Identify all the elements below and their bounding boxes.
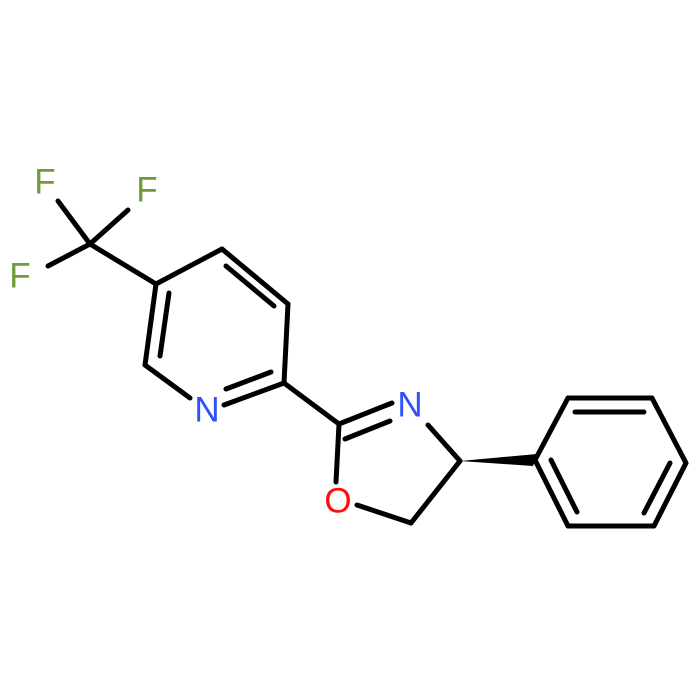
- atom-fluorine-1: F: [34, 163, 55, 202]
- bond-c5-c4: [153, 246, 225, 287]
- bond-c2-n1-inner: [223, 369, 274, 392]
- bond-c-f2: [87, 207, 131, 247]
- bond-c6-c5-inner: [157, 290, 172, 359]
- bond-ph-4-inner: [641, 460, 673, 516]
- bond-ph-6-inner: [548, 457, 580, 515]
- bond-o1-c2: [333, 421, 342, 485]
- atom-nitrogen-pyridine: N: [194, 391, 219, 430]
- bond-c5-o1: [354, 502, 414, 526]
- bond-c6-c5: [142, 281, 159, 368]
- bond-c2-n1: [221, 380, 287, 408]
- bond-c4-c3-inner: [223, 263, 277, 309]
- bond-ph-6: [532, 457, 571, 529]
- bond-cf3-ring: [87, 241, 159, 287]
- bond-c3-c2: [281, 301, 291, 386]
- bond-ph-4: [651, 460, 689, 529]
- bond-ph-3: [649, 395, 689, 466]
- atom-nitrogen-oxazoline: N: [397, 386, 422, 425]
- bond-c4-c5: [408, 458, 463, 526]
- atom-fluorine-3: F: [9, 257, 30, 296]
- wedge-bond-stereo: [460, 454, 537, 466]
- bond-c4-c3: [219, 246, 291, 307]
- bond-c2-n3-inner: [342, 418, 393, 442]
- bond-c-f3: [45, 241, 93, 269]
- bond-ph-1: [532, 395, 571, 463]
- atom-fluorine-2: F: [136, 171, 157, 210]
- atom-oxygen-oxazoline: O: [324, 482, 351, 521]
- bond-n3-c4: [425, 422, 463, 464]
- bond-c-f1: [55, 198, 93, 247]
- bond-c2-n3: [336, 400, 395, 427]
- bond-pyridine-oxazoline: [281, 380, 342, 427]
- bond-n1-c6: [142, 362, 193, 401]
